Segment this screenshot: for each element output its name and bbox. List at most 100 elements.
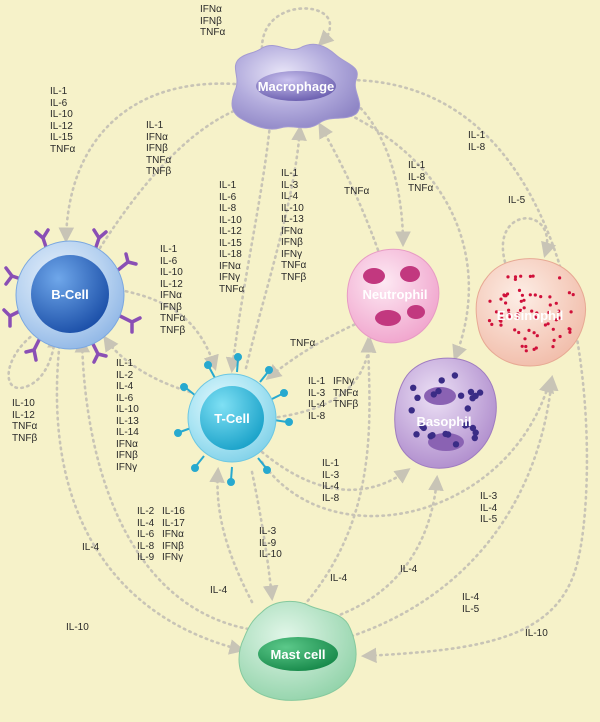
label-macrophage-self: IFNα IFNβ TNFα xyxy=(200,4,225,39)
basophil-granule xyxy=(410,385,416,391)
eosinophil-cell: Eosinophil xyxy=(476,259,585,366)
eosinophil-granule xyxy=(536,334,539,337)
eosinophil-granule xyxy=(535,346,538,349)
eosinophil-granule xyxy=(520,300,523,303)
label-mast-to-neutrophil: IL-4 xyxy=(330,573,347,585)
eosinophil-granule xyxy=(529,293,532,296)
eosinophil-granule xyxy=(499,324,502,327)
eosinophil-granule xyxy=(529,275,532,278)
eosinophil-granule xyxy=(549,303,552,306)
eosinophil-granule xyxy=(523,337,526,340)
basophil-granule xyxy=(458,393,464,399)
label-neutrophil-to-macrophage: TNFα xyxy=(344,186,369,198)
eosinophil-granule xyxy=(568,328,571,331)
eosinophil-granule xyxy=(553,339,556,342)
eosinophil-granule xyxy=(534,293,537,296)
label-macrophage-to-basophil: IL-1 IL-8 xyxy=(468,130,485,153)
eosinophil-granule xyxy=(558,276,561,279)
basophil-label: Basophil xyxy=(417,414,472,429)
eosinophil-granule xyxy=(572,293,575,296)
basophil-granule xyxy=(452,372,458,378)
label-right-to-mast: IL-10 xyxy=(525,628,548,640)
eosinophil-granule xyxy=(544,323,547,326)
basophil-granule xyxy=(445,431,451,437)
neutrophil-cell: Neutrophil xyxy=(347,249,439,343)
basophil-granule xyxy=(465,405,471,411)
eosinophil-granule xyxy=(548,295,551,298)
eosinophil-granule xyxy=(521,345,524,348)
eosinophil-granule xyxy=(488,300,491,303)
arrow-neutrophil-to-tcell xyxy=(268,322,360,378)
eosinophil-granule xyxy=(502,293,505,296)
t-cell-label: T-Cell xyxy=(214,411,249,426)
arrow-eosinophil-self xyxy=(503,218,547,262)
label-mast-to-tcell-b: IL-16 IL-17 IFNα IFNβ IFNγ xyxy=(162,506,185,564)
eosinophil-granule xyxy=(517,331,520,334)
eosinophil-granule xyxy=(499,298,502,301)
eosinophil-granule xyxy=(568,291,571,294)
mast-cell-label: Mast cell xyxy=(271,647,326,662)
arrow-mast-to-tcell xyxy=(217,470,252,602)
eosinophil-granule xyxy=(527,329,530,332)
label-tcell-to-macrophage: IL-1 IL-3 IL-4 IL-10 IL-13 IFNα IFNβ IFN… xyxy=(281,168,306,283)
label-tcell-to-bcell: IL-1 IL-2 IL-4 IL-6 IL-10 IL-13 IL-14 IF… xyxy=(116,358,139,473)
label-bcell-to-macrophage: IL-1 IFNα IFNβ TNFα TNFβ xyxy=(146,120,171,178)
label-macrophage-to-tcell: IL-1 IL-6 IL-8 IL-10 IL-12 IL-15 IL-18 I… xyxy=(219,180,244,295)
eosinophil-granule xyxy=(570,310,573,313)
basophil-granule xyxy=(472,393,478,399)
arrow-macrophage-to-neutrophil xyxy=(352,100,403,244)
eosinophil-granule xyxy=(521,294,524,297)
label-eosinophil-self: IL-5 xyxy=(508,195,525,207)
eosinophil-granule xyxy=(555,302,558,305)
eosinophil-granule xyxy=(559,335,562,338)
label-tcell-to-neutrophil-b: IFNγ TNFα TNFβ xyxy=(333,376,358,411)
macrophage-label: Macrophage xyxy=(258,79,335,94)
eosinophil-granule xyxy=(524,345,527,348)
eosinophil-granule xyxy=(488,319,491,322)
basophil-granule xyxy=(453,441,459,447)
label-neutrophil-to-tcell: TNFα xyxy=(290,338,315,350)
label-bcell-to-mast: IL-4 xyxy=(210,585,227,597)
label-macrophage-to-neutrophil: IL-1 IL-8 TNFα xyxy=(408,160,433,195)
macrophage-cell: Macrophage xyxy=(232,44,360,129)
eosinophil-granule xyxy=(506,275,509,278)
eosinophil-granule xyxy=(514,275,517,278)
arrow-macrophage-self xyxy=(262,8,330,48)
eosinophil-granule xyxy=(506,292,509,295)
eosinophil-granule xyxy=(532,275,535,278)
eosinophil-granule xyxy=(525,349,528,352)
label-bcell-to-tcell: IL-1 IL-6 IL-10 IL-12 IFNα IFNβ TNFα TNF… xyxy=(160,244,185,336)
basophil-granule xyxy=(431,391,437,397)
eosinophil-granule xyxy=(504,301,507,304)
eosinophil-granule xyxy=(551,345,554,348)
basophil-granule xyxy=(413,431,419,437)
basophil-granule xyxy=(472,435,478,441)
label-mast-to-bcell: IL-4 xyxy=(82,542,99,554)
eosinophil-granule xyxy=(519,275,522,278)
label-tcell-to-basophil: IL-1 IL-3 IL-4 IL-8 xyxy=(322,458,339,504)
eosinophil-granule xyxy=(490,323,493,326)
t-cell: T-Cell xyxy=(175,354,292,485)
basophil-granule xyxy=(414,395,420,401)
eosinophil-granule xyxy=(568,331,571,334)
eosinophil-label: Eosinophil xyxy=(497,308,563,323)
eosinophil-granule xyxy=(539,295,542,298)
basophil-cell: Basophil xyxy=(395,358,496,468)
label-mast-to-tcell-a: IL-2 IL-4 IL-6 IL-8 IL-9 xyxy=(137,506,154,564)
b-cell-label: B-Cell xyxy=(51,287,89,302)
basophil-granule xyxy=(428,433,434,439)
label-bcell-to-mast-lower: IL-10 xyxy=(66,622,89,634)
eosinophil-granule xyxy=(518,289,521,292)
label-tcell-to-eosinophil: IL-3 IL-4 IL-5 xyxy=(480,491,497,526)
eosinophil-granule xyxy=(552,328,555,331)
eosinophil-granule xyxy=(513,328,516,331)
basophil-granule xyxy=(409,407,415,413)
label-mast-to-basophil: IL-4 xyxy=(400,564,417,576)
mast-cell: Mast cell xyxy=(239,601,356,700)
eosinophil-granule xyxy=(533,331,536,334)
label-tcell-to-neutrophil-a: IL-1 IL-3 IL-4 IL-8 xyxy=(308,376,325,422)
neutrophil-label: Neutrophil xyxy=(363,287,428,302)
label-mast-to-eosinophil: IL-4 IL-5 xyxy=(462,592,479,615)
